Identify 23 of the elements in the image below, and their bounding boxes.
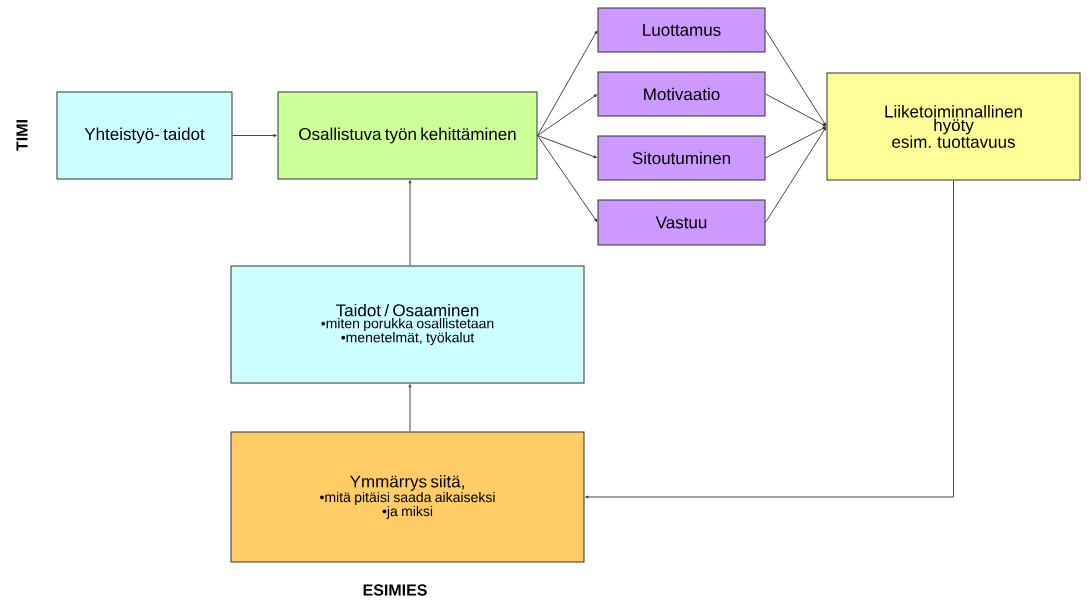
process-box: Yhteistyö- taidot [56,91,233,180]
arrow [537,135,597,159]
arrow [765,93,826,127]
process-box: Motivaatio [597,71,766,117]
process-box: Sitoutuminen [597,135,766,181]
arrow [765,126,826,159]
side-label: ESIMIES [363,584,427,596]
arrow [537,30,598,136]
process-box: Osallistuva työn kehittäminen [277,91,538,180]
arrow [585,180,954,499]
arrow [765,127,827,223]
process-box: Vastuu [597,199,766,246]
arrow [537,94,597,136]
arrow [232,134,277,137]
side-label: TIMI [16,120,28,151]
arrow [765,29,827,126]
process-box: Ymmärrys siitä, •mitä pitäisi saada aikaiseksi •ja miksi [230,431,585,563]
process-box: Liiketoiminnallinen hyöty esim. tuottavuus [826,72,1081,181]
process-box: Luottamus [597,7,766,53]
arrow [408,180,412,266]
arrow [537,135,598,222]
arrow [408,384,412,432]
process-box: Taidot / Osaaminen •miten porukka osallistetaan •menetelmät, työkalut [230,265,585,384]
